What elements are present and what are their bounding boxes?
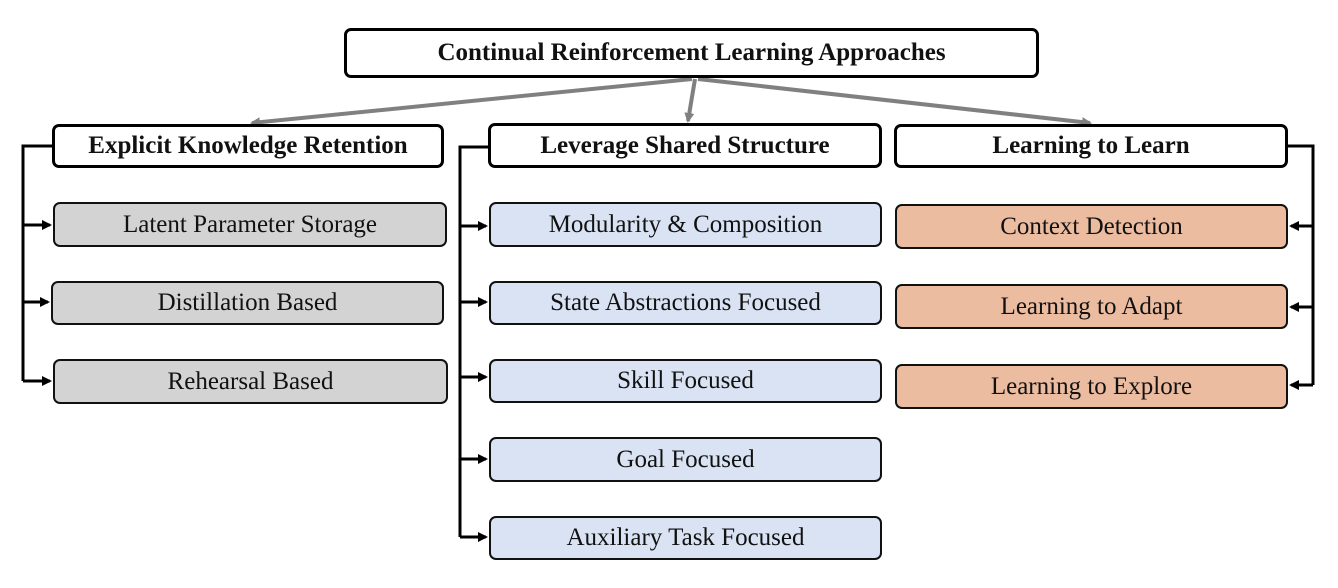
- middle-bracket: [458, 145, 488, 542]
- arrow-to-learning-to-learn: [697, 77, 1092, 128]
- root-node: Continual Reinforcement Learning Approac…: [344, 28, 1039, 78]
- leaf-label: State Abstractions Focused: [550, 289, 821, 316]
- left-bracket: [21, 144, 52, 386]
- leaf-goal-focused: Goal Focused: [489, 437, 882, 482]
- category-leverage-shared-structure: Leverage Shared Structure: [488, 123, 882, 168]
- category-title: Explicit Knowledge Retention: [88, 132, 408, 159]
- category-learning-to-learn: Learning to Learn: [894, 124, 1288, 168]
- leaf-label: Auxiliary Task Focused: [566, 524, 805, 551]
- leaf-skill-focused: Skill Focused: [489, 359, 882, 403]
- category-title: Leverage Shared Structure: [540, 131, 830, 159]
- leaf-latent-parameter-storage: Latent Parameter Storage: [53, 202, 447, 247]
- leaf-rehearsal-based: Rehearsal Based: [53, 359, 448, 404]
- leaf-auxiliary-task-focused: Auxiliary Task Focused: [489, 516, 882, 560]
- root-arrows: [250, 77, 1092, 128]
- leaf-context-detection: Context Detection: [895, 204, 1288, 249]
- leaf-learning-to-adapt: Learning to Adapt: [895, 284, 1288, 329]
- root-title: Continual Reinforcement Learning Approac…: [437, 39, 946, 66]
- right-bracket: [1287, 144, 1315, 390]
- leaf-label: Rehearsal Based: [167, 367, 334, 395]
- leaf-label: Learning to Explore: [990, 372, 1193, 400]
- category-explicit-knowledge-retention: Explicit Knowledge Retention: [52, 124, 444, 168]
- leaf-label: Distillation Based: [157, 289, 338, 316]
- leaf-state-abstractions-focused: State Abstractions Focused: [489, 281, 882, 325]
- leaf-distillation-based: Distillation Based: [51, 281, 444, 325]
- arrow-to-leverage-shared: [684, 78, 697, 123]
- leaf-learning-to-explore: Learning to Explore: [895, 364, 1288, 409]
- leaf-label: Context Detection: [1000, 212, 1183, 240]
- leaf-label: Skill Focused: [617, 367, 754, 394]
- arrow-to-explicit-knowledge: [250, 77, 693, 128]
- leaf-label: Modularity & Composition: [548, 210, 823, 238]
- leaf-modularity-composition: Modularity & Composition: [489, 202, 882, 247]
- category-title: Learning to Learn: [992, 132, 1190, 159]
- leaf-label: Goal Focused: [616, 445, 755, 473]
- leaf-label: Latent Parameter Storage: [122, 210, 378, 238]
- leaf-label: Learning to Adapt: [1000, 292, 1183, 320]
